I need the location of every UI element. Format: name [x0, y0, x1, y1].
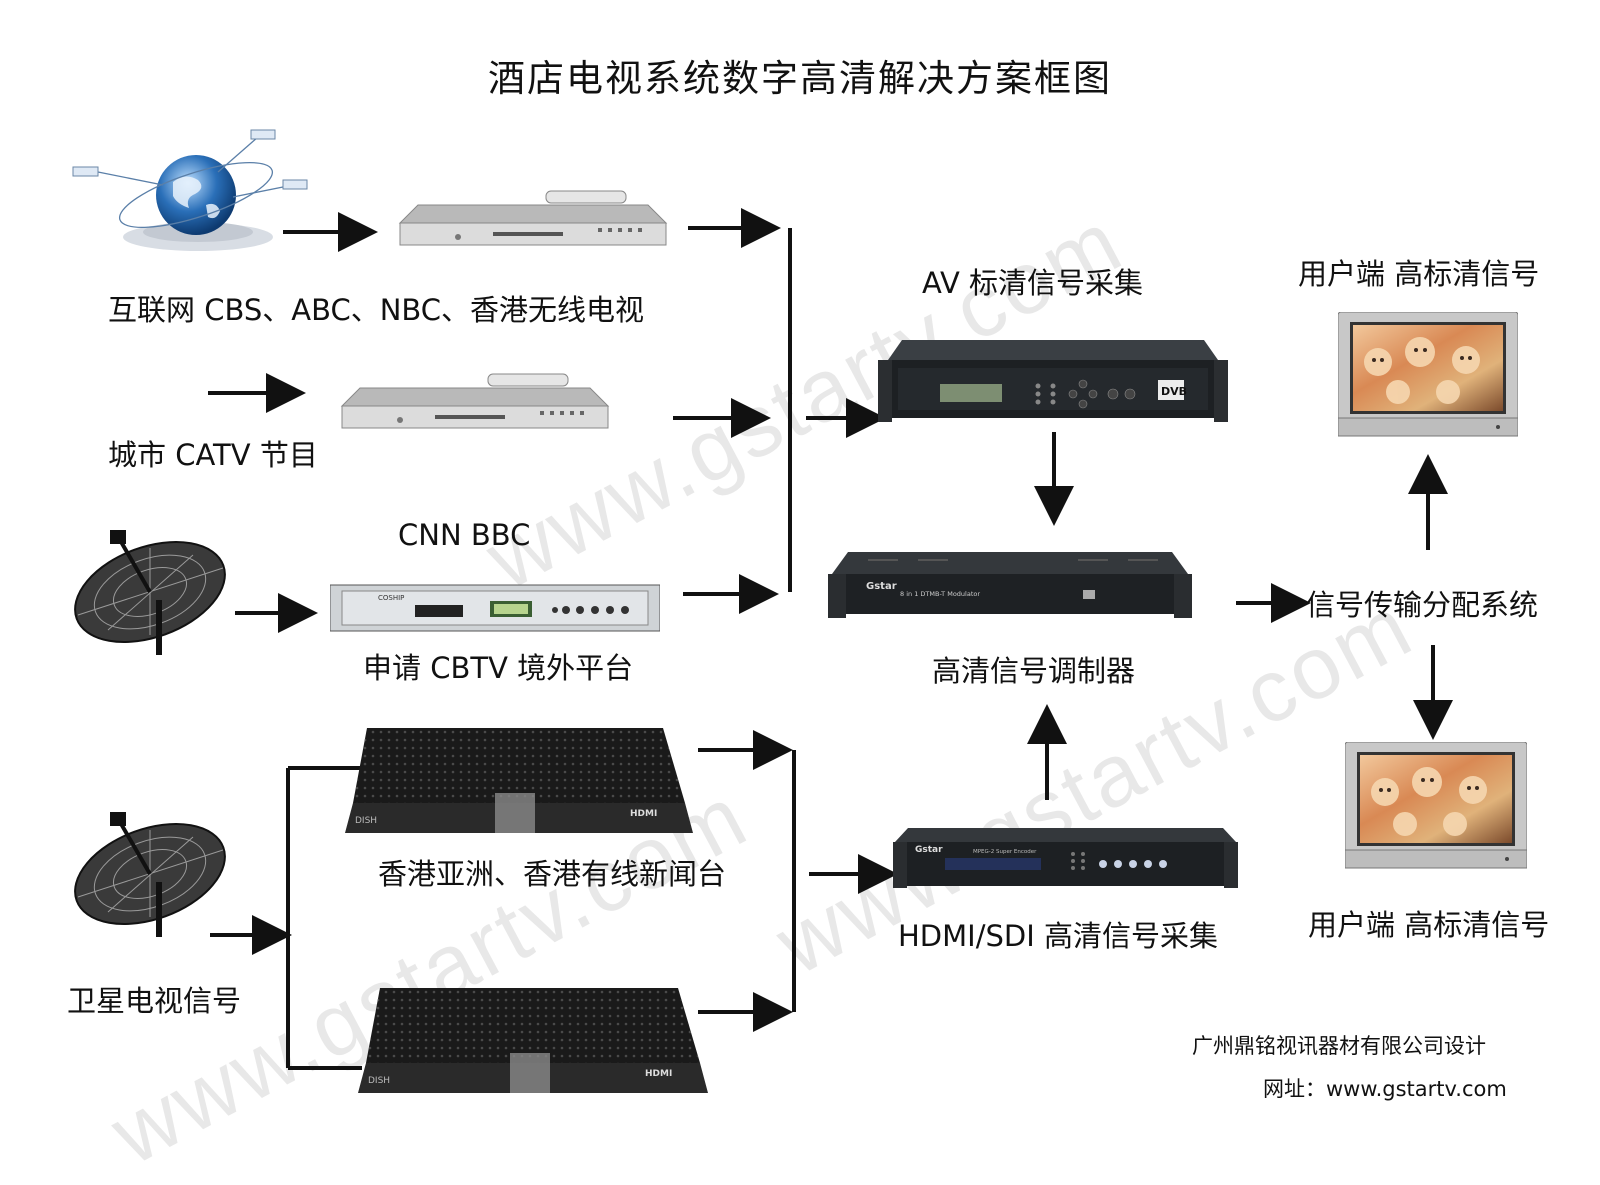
- receiver-brand: COSHIP: [378, 594, 404, 602]
- dish-hd-box-2: DISH HDMI: [358, 988, 708, 1093]
- dvb-logo: DVB: [1161, 385, 1187, 398]
- website-credit: 网址：www.gstartv.com: [1263, 1077, 1507, 1101]
- dish-hd-box-1: DISH HDMI: [345, 728, 693, 833]
- user-top-label: 用户端 高标清信号: [1298, 257, 1540, 291]
- cbtv-label: 申请 CBTV 境外平台: [363, 651, 634, 685]
- city-catv-label: 城市 CATV 节目: [108, 438, 318, 472]
- satellite-receiver: COSHIP: [330, 584, 660, 632]
- tv-top: [1338, 312, 1518, 437]
- globe-icon: [72, 129, 308, 251]
- set-top-box-1: [398, 190, 668, 246]
- dish-brand-1: DISH: [355, 816, 377, 826]
- connector-lines: [208, 208, 1453, 1070]
- set-top-box-2: [340, 373, 610, 429]
- satellite-dish-icon: [74, 530, 226, 655]
- hdmi-sdi-encoder: Gstar MPEG-2 Super Encoder: [893, 828, 1238, 888]
- internet-label: 互联网 CBS、ABC、NBC、香港无线电视: [108, 293, 645, 327]
- satellite-label: 卫星电视信号: [67, 984, 242, 1018]
- distribution-label: 信号传输分配系统: [1306, 588, 1539, 622]
- dish-brand-2: DISH: [368, 1076, 390, 1086]
- hdmi-mark-1: HDMI: [630, 809, 657, 819]
- hdmi-sdi-label: HDMI/SDI 高清信号采集: [898, 919, 1218, 953]
- hk-asia-label: 香港亚洲、香港有线新闻台: [378, 857, 727, 891]
- modulator-model: 8 in 1 DTMB-T Modulator: [900, 590, 980, 598]
- satellite-dish-icon: [74, 812, 226, 937]
- av-sd-encoder: DVB: [878, 340, 1228, 422]
- hdmi-mark-2: HDMI: [645, 1069, 672, 1079]
- encoder-model: MPEG-2 Super Encoder: [973, 849, 1037, 855]
- modulator-brand: Gstar: [866, 581, 897, 592]
- diagram-title: 酒店电视系统数字高清解决方案框图: [488, 57, 1112, 100]
- user-bottom-label: 用户端 高标清信号: [1308, 908, 1550, 942]
- av-sd-label: AV 标清信号采集: [922, 266, 1144, 300]
- hd-modulator-label: 高清信号调制器: [932, 654, 1136, 688]
- encoder-brand: Gstar: [915, 845, 943, 855]
- company-credit: 广州鼎铭视讯器材有限公司设计: [1192, 1034, 1486, 1058]
- cnn-bbc-label: CNN BBC: [398, 518, 531, 552]
- hd-modulator: Gstar 8 in 1 DTMB-T Modulator: [828, 552, 1192, 618]
- tv-bottom: [1345, 742, 1527, 869]
